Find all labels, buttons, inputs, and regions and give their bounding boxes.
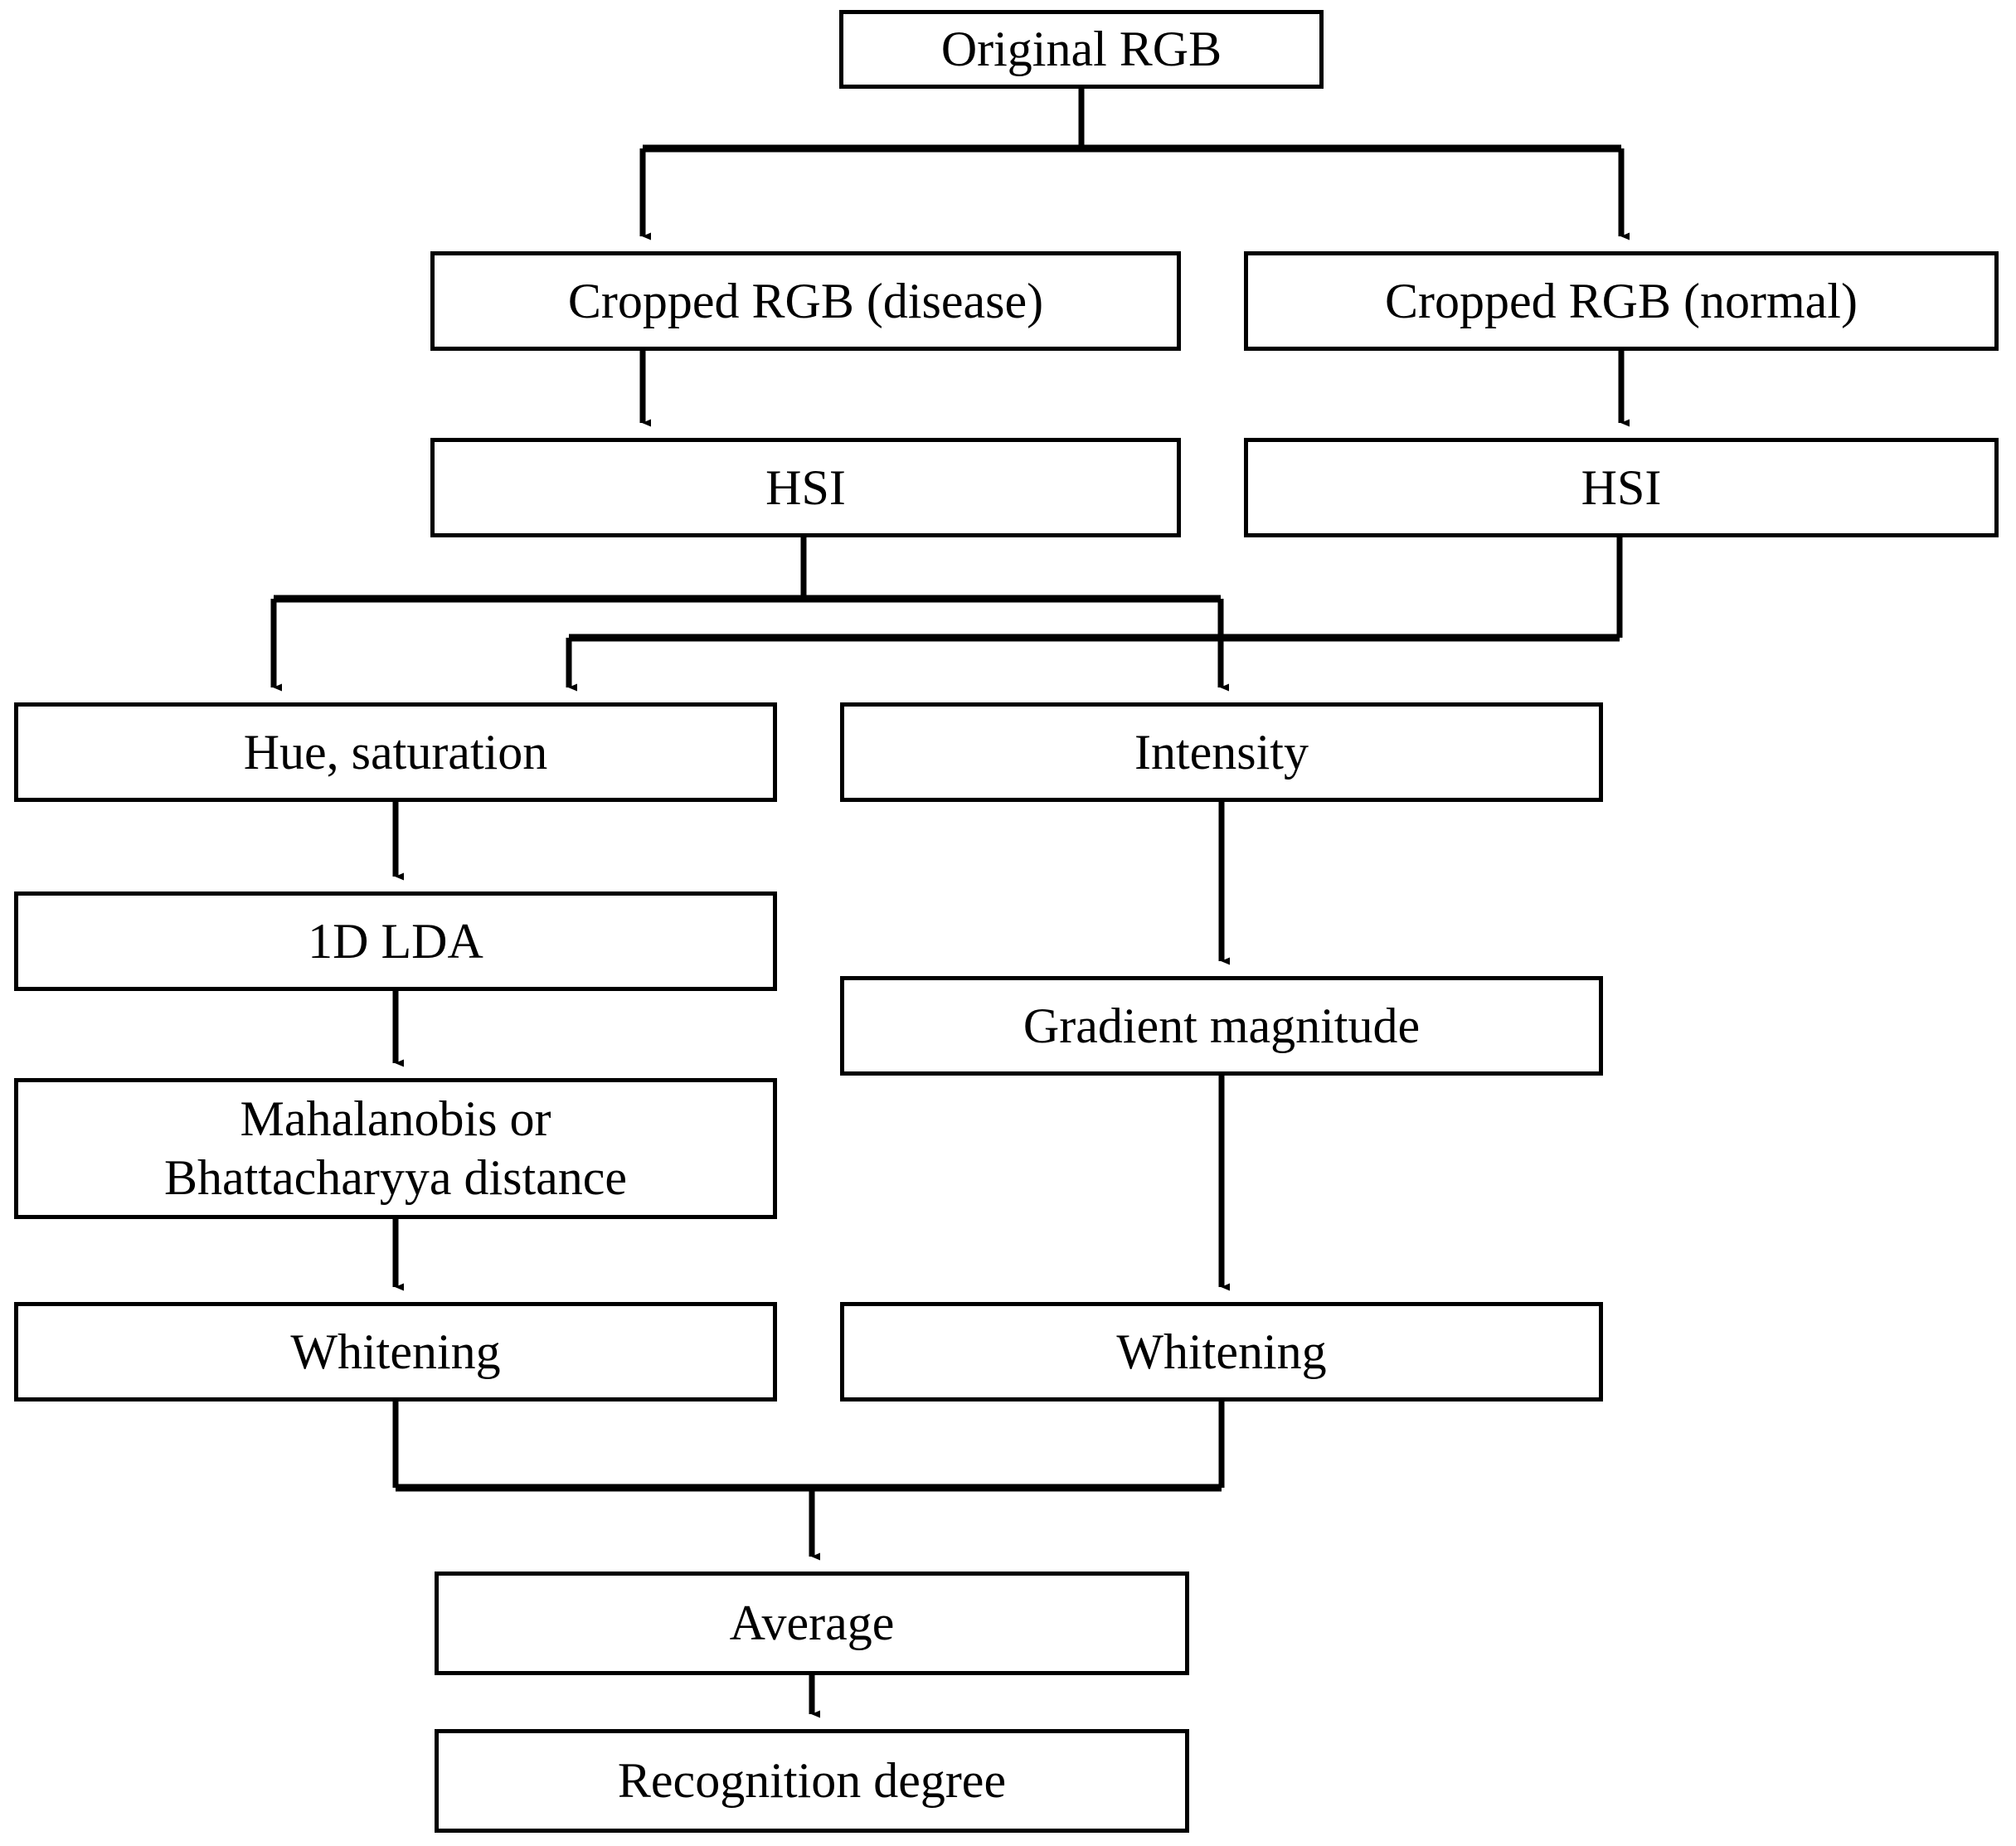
node-label: Gradient magnitude	[1023, 998, 1421, 1053]
node-label: Original RGB	[940, 22, 1222, 77]
node-whitening-left[interactable]: Whitening	[14, 1302, 777, 1402]
node-label: Intensity	[1134, 724, 1309, 780]
node-hsi-disease[interactable]: HSI	[430, 438, 1181, 537]
node-label: Average	[729, 1596, 895, 1651]
node-label: HSI	[1581, 459, 1662, 515]
node-label: Hue, saturation	[243, 724, 548, 780]
node-label: HSI	[765, 459, 846, 515]
node-original-rgb[interactable]: Original RGB	[839, 10, 1324, 89]
node-distance-metric[interactable]: Mahalanobis or Bhattacharyya distance	[14, 1078, 777, 1219]
node-1d-lda[interactable]: 1D LDA	[14, 891, 777, 991]
node-average[interactable]: Average	[435, 1572, 1189, 1675]
node-label: Cropped RGB (normal)	[1385, 273, 1858, 328]
node-label: Whitening	[290, 1324, 501, 1379]
node-label: Whitening	[1116, 1324, 1327, 1379]
node-label: Cropped RGB (disease)	[567, 273, 1044, 328]
node-whitening-right[interactable]: Whitening	[840, 1302, 1603, 1402]
node-hue-saturation[interactable]: Hue, saturation	[14, 702, 777, 802]
node-label: 1D LDA	[308, 913, 483, 969]
node-cropped-rgb-normal[interactable]: Cropped RGB (normal)	[1244, 251, 1999, 351]
node-gradient-magnitude[interactable]: Gradient magnitude	[840, 976, 1603, 1076]
node-cropped-rgb-disease[interactable]: Cropped RGB (disease)	[430, 251, 1181, 351]
node-label: Recognition degree	[617, 1753, 1007, 1809]
node-recognition-degree[interactable]: Recognition degree	[435, 1729, 1189, 1833]
node-label: Mahalanobis or Bhattacharyya distance	[163, 1091, 628, 1205]
node-intensity[interactable]: Intensity	[840, 702, 1603, 802]
node-hsi-normal[interactable]: HSI	[1244, 438, 1999, 537]
